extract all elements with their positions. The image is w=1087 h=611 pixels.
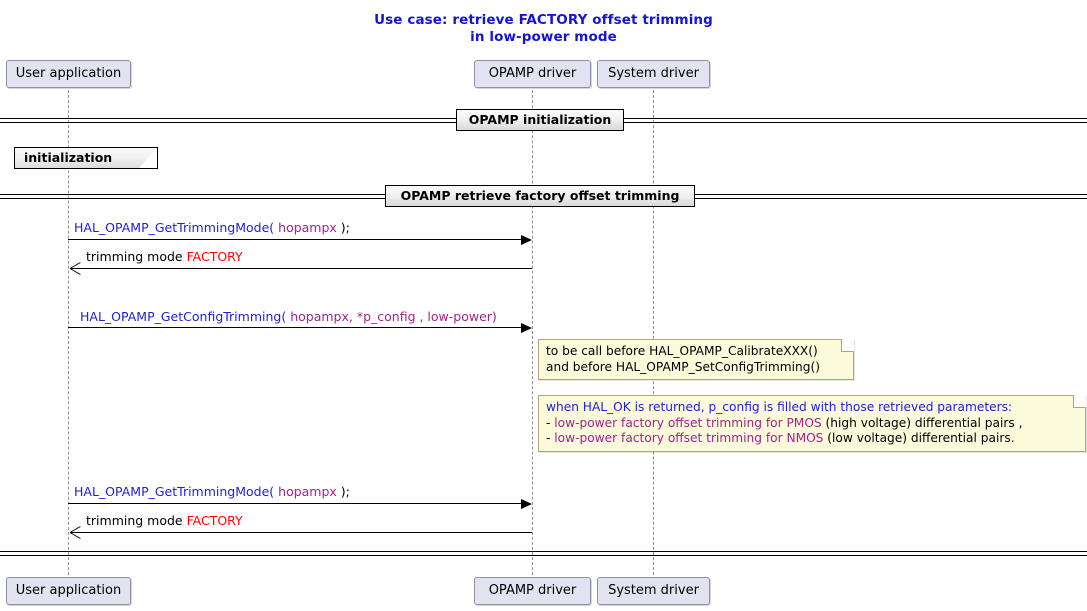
message-arrowhead-5-lower: [69, 532, 81, 539]
message-arrow-line-5: [70, 532, 532, 533]
note-calibrate-order: to be call before HAL_OPAMP_CalibrateXXX…: [538, 339, 854, 381]
note-2-line-2-param: low-power factory offset trimming for PM…: [554, 415, 822, 430]
fold-corner-line-icon: [141, 168, 158, 169]
note-2-line-2-bullet: -: [546, 415, 555, 430]
note-fold-corner-icon: [841, 339, 854, 352]
note-2-line-2: - low-power factory offset trimming for …: [546, 416, 1077, 432]
message-1-part-1: hopampx: [274, 220, 341, 235]
message-arrowhead-1: [521, 234, 532, 245]
message-label-1: HAL_OPAMP_GetTrimmingMode( hopampx );: [74, 221, 350, 235]
message-2-part-0: trimming mode: [86, 249, 187, 264]
message-arrow-line-1: [68, 239, 523, 240]
participant-bottom-user-application[interactable]: User application: [6, 577, 131, 605]
lifeline-opamp-driver: [532, 90, 533, 575]
message-5-part-0: trimming mode: [86, 513, 187, 528]
participant-bottom-system-driver[interactable]: System driver: [597, 577, 710, 605]
message-label-3: HAL_OPAMP_GetConfigTrimming( hopampx, *p…: [80, 310, 497, 324]
message-arrowhead-4: [521, 498, 532, 509]
fold-corner-icon: [139, 148, 157, 168]
divider-rule-3: [0, 551, 1087, 556]
note-2-line-3: - low-power factory offset trimming for …: [546, 431, 1077, 447]
note-2-line-3-param: low-power factory offset trimming for NM…: [554, 431, 824, 446]
lifeline-system-driver: [653, 90, 654, 575]
title-line-1: Use case: retrieve FACTORY offset trimmi…: [374, 12, 713, 28]
message-label-4: HAL_OPAMP_GetTrimmingMode( hopampx );: [74, 485, 350, 499]
message-4-part-2: );: [340, 484, 350, 499]
message-4-part-1: hopampx: [274, 484, 341, 499]
note-1-line-2: and before HAL_OPAMP_SetConfigTrimming(): [546, 359, 821, 374]
message-arrowhead-3: [521, 322, 532, 333]
note-2-line-3-bullet: -: [546, 431, 555, 446]
message-1-part-0: HAL_OPAMP_GetTrimmingMode(: [74, 220, 275, 235]
note-2-line-2-tail: (high voltage) differential pairs ,: [821, 415, 1023, 430]
participant-top-system-driver[interactable]: System driver: [597, 60, 710, 88]
message-arrowhead-2-lower: [69, 268, 81, 275]
note-hal-ok-parameters: when HAL_OK is returned, p_config is fil…: [538, 395, 1086, 452]
message-1-part-2: );: [340, 220, 350, 235]
ref-initialization[interactable]: initialization: [14, 147, 158, 169]
participant-top-opamp-driver[interactable]: OPAMP driver: [474, 60, 591, 88]
divider-opamp-initialization: OPAMP initialization: [456, 109, 624, 131]
message-label-5: trimming mode FACTORY: [86, 514, 243, 528]
participant-top-user-application[interactable]: User application: [6, 60, 131, 88]
lifeline-user-application: [68, 90, 69, 575]
message-arrow-line-2: [70, 268, 532, 269]
note-fold-corner-icon-2: [1073, 395, 1086, 408]
note-2-line-3-tail: (low voltage) differential pairs.: [823, 431, 1015, 446]
divider-opamp-retrieve-factory-offset-trimming: OPAMP retrieve factory offset trimming: [385, 185, 695, 207]
note-2-line-1-text: when HAL_OK is returned, p_config is fil…: [546, 400, 1013, 414]
message-label-2: trimming mode FACTORY: [86, 250, 243, 264]
page-title: Use case: retrieve FACTORY offset trimmi…: [0, 12, 1087, 46]
message-3-part-1: hopampx, *p_config , low-power): [286, 309, 497, 324]
title-line-2: in low-power mode: [470, 29, 617, 45]
message-5-part-1: FACTORY: [186, 513, 243, 528]
message-arrow-line-4: [68, 503, 523, 504]
message-3-part-0: HAL_OPAMP_GetConfigTrimming(: [80, 309, 287, 324]
participant-bottom-opamp-driver[interactable]: OPAMP driver: [474, 577, 591, 605]
message-2-part-1: FACTORY: [186, 249, 243, 264]
message-arrow-line-3: [68, 327, 523, 328]
note-2-line-1: when HAL_OK is returned, p_config is fil…: [546, 400, 1077, 416]
ref-initialization-label: initialization: [24, 150, 113, 165]
message-4-part-0: HAL_OPAMP_GetTrimmingMode(: [74, 484, 275, 499]
note-1-line-1: to be call before HAL_OPAMP_CalibrateXXX…: [546, 344, 818, 358]
